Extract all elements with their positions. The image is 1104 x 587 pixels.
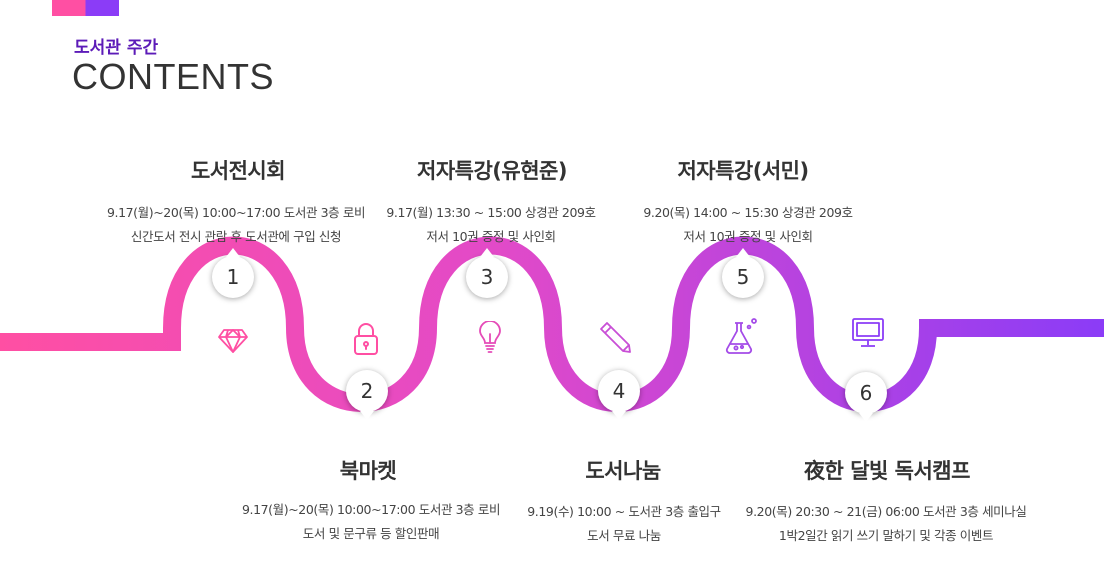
item-4-line2: 도서 무료 나눔 — [587, 528, 661, 543]
item-3-title: 저자특강(유현준) — [417, 159, 567, 183]
item-5-line2: 저서 10권 증정 및 사인회 — [683, 229, 813, 244]
node-2: 2 — [346, 370, 388, 420]
monitor-icon — [852, 318, 884, 347]
item-3-line2: 저서 10권 증정 및 사인회 — [426, 229, 556, 244]
page-subtitle: 도서관 주간 — [74, 38, 159, 58]
item-6-title: 夜한 달빛 독서캠프 — [804, 459, 970, 483]
item-2-title: 북마켓 — [339, 459, 397, 483]
item-2-line1: 9.17(월)~20(목) 10:00~17:00 도서관 3층 로비 — [241, 502, 501, 517]
item-3-line1: 9.17(월) 13:30 ~ 15:00 상경관 209호 — [386, 205, 596, 220]
diamond-icon — [218, 329, 248, 353]
wave-path — [0, 236, 1104, 412]
item-1-title: 도서전시회 — [190, 159, 286, 183]
pencil-icon — [600, 322, 631, 353]
item-5-line1: 9.20(목) 14:00 ~ 15:30 상경관 209호 — [643, 205, 853, 220]
page-title: CONTENTS — [72, 56, 274, 97]
item-6-line1: 9.20(목) 20:30 ~ 21(금) 06:00 도서관 3층 세미나실 — [745, 504, 1027, 519]
node-6: 6 — [845, 372, 887, 422]
item-1-line2: 신간도서 전시 관람 후 도서관에 구입 신청 — [130, 229, 342, 244]
corner-accent-bar — [52, 0, 119, 16]
item-1-line1: 9.17(월)~20(목) 10:00~17:00 도서관 3층 로비 — [106, 205, 366, 220]
item-4-line1: 9.19(수) 10:00 ~ 도서관 3층 출입구 — [527, 504, 721, 519]
node-1: 1 — [212, 248, 254, 298]
lock-icon — [354, 323, 378, 355]
node-5: 5 — [722, 248, 764, 298]
node-3: 3 — [466, 248, 508, 298]
node-4: 4 — [598, 370, 640, 420]
item-6-line2: 1박2일간 읽기 쓰기 말하기 및 각종 이벤트 — [778, 528, 994, 543]
flask-icon — [725, 318, 757, 354]
item-5-title: 저자특강(서민) — [677, 159, 809, 183]
item-2-line2: 도서 및 문구류 등 할인판매 — [302, 526, 440, 541]
item-4-title: 도서나눔 — [585, 459, 661, 483]
lightbulb-icon — [479, 321, 501, 353]
